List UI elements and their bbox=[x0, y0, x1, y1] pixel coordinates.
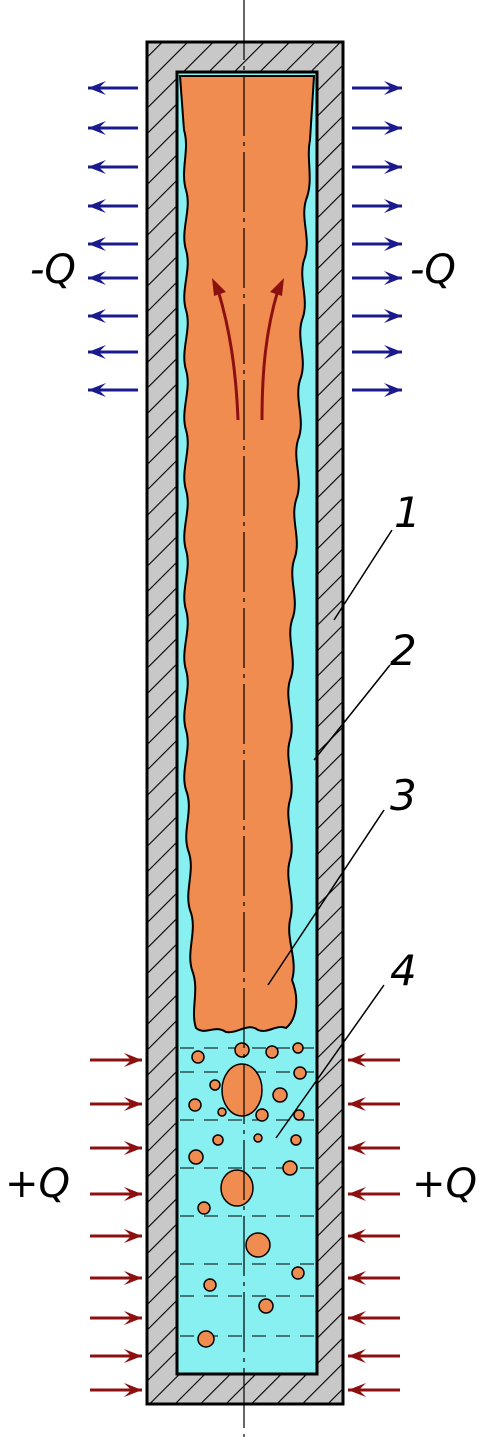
heat-out-arrow-left-2-head bbox=[88, 160, 106, 174]
heat-in-arrow-right-6-head bbox=[348, 1311, 366, 1325]
heat-in-arrow-right-8-head bbox=[348, 1383, 366, 1397]
heat-out-arrow-left-5-head bbox=[88, 271, 106, 285]
heat-out-arrow-left-0-head bbox=[88, 81, 106, 95]
heat-in-label-left: +Q bbox=[5, 1161, 70, 1207]
vapor-column bbox=[178, 75, 316, 1034]
heat-out-arrow-left-8-head bbox=[88, 383, 106, 397]
heat-out-label-left: -Q bbox=[30, 247, 76, 293]
heat-out-arrows-left bbox=[88, 81, 138, 397]
vapor-flow-arrows bbox=[216, 289, 280, 421]
heat-out-arrow-left-7-head bbox=[88, 345, 106, 359]
heat-in-arrow-left-5-head bbox=[124, 1271, 142, 1285]
heat-out-arrow-right-0-head bbox=[384, 81, 402, 95]
heat-in-arrow-right-2-head bbox=[348, 1141, 366, 1155]
heat-out-label-right: -Q bbox=[410, 247, 456, 293]
heat-out-arrow-right-5-head bbox=[384, 271, 402, 285]
heat-in-arrow-left-7-head bbox=[124, 1349, 142, 1363]
vapor-bubbles bbox=[188, 1042, 307, 1348]
heat-in-arrow-right-3-head bbox=[348, 1187, 366, 1201]
heat-out-arrow-right-7-head bbox=[384, 345, 402, 359]
heat-in-arrow-left-6-head bbox=[124, 1311, 142, 1325]
heat-out-arrow-left-1-head bbox=[88, 121, 106, 135]
heat-in-arrow-right-4-head bbox=[348, 1229, 366, 1243]
heat-in-arrows-left bbox=[90, 1053, 142, 1397]
heat-in-arrow-left-1-head bbox=[124, 1097, 142, 1111]
heat-out-arrow-right-8-head bbox=[384, 383, 402, 397]
heat-out-arrow-left-4-head bbox=[88, 237, 106, 251]
heat-in-arrow-right-0-head bbox=[348, 1053, 366, 1067]
heat-in-arrow-left-2-head bbox=[124, 1141, 142, 1155]
callout-1: 1 bbox=[394, 488, 421, 537]
heat-in-arrows-right bbox=[348, 1053, 400, 1397]
heat-out-arrow-right-6-head bbox=[384, 309, 402, 323]
callout-leaders bbox=[267, 529, 393, 1139]
heat-in-arrow-left-0-head bbox=[124, 1053, 142, 1067]
flow-arrow-head-right bbox=[270, 278, 284, 296]
heat-out-arrows-right bbox=[352, 81, 402, 397]
flow-arrow-head-left bbox=[212, 278, 226, 296]
heat-out-arrow-right-2-head bbox=[384, 160, 402, 174]
heat-out-arrow-right-1-head bbox=[384, 121, 402, 135]
heat-out-arrow-left-6-head bbox=[88, 309, 106, 323]
callout-2: 2 bbox=[390, 626, 417, 675]
heat-in-arrow-left-4-head bbox=[124, 1229, 142, 1243]
heat-in-arrow-right-5-head bbox=[348, 1271, 366, 1285]
heat-in-arrow-left-3-head bbox=[124, 1187, 142, 1201]
heat-in-arrow-left-8-head bbox=[124, 1383, 142, 1397]
heat-out-arrow-right-4-head bbox=[384, 237, 402, 251]
heat-in-arrow-right-7-head bbox=[348, 1349, 366, 1363]
heat-out-arrow-left-3-head bbox=[88, 199, 106, 213]
callout-4: 4 bbox=[390, 946, 417, 995]
callout-3: 3 bbox=[390, 771, 417, 820]
heat-in-arrow-right-1-head bbox=[348, 1097, 366, 1111]
heat-out-arrow-right-3-head bbox=[384, 199, 402, 213]
heat-in-label-right: +Q bbox=[412, 1161, 477, 1207]
